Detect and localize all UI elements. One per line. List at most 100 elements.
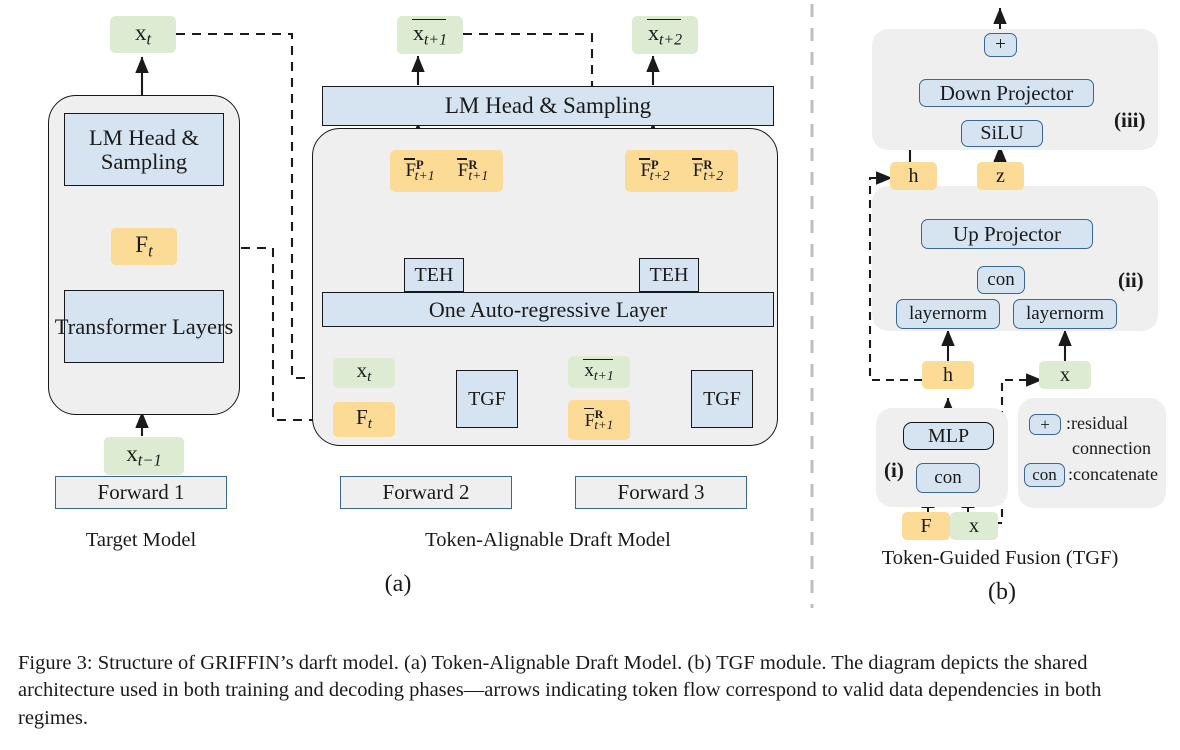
forward-2-badge[interactable]: Forward 2 [340, 476, 512, 509]
target-transformer-layers-label: Transformer Layers [54, 313, 234, 339]
target-model-caption-label: Target Model [85, 529, 197, 552]
residual-plus-label: + [995, 34, 1006, 56]
f-input-node: F [902, 512, 950, 540]
draft-feature-p2-label: FPt+2 [640, 157, 670, 184]
panel-b-label-text: (b) [988, 579, 1016, 606]
draft-feature-p1: FPt+1 [390, 150, 450, 192]
figure-caption-text: Figure 3: Structure of GRIFFIN’s darft m… [18, 652, 1102, 729]
group-iii-label: (iii) [1114, 108, 1146, 132]
draft-input-token-xt-sub: t [367, 369, 372, 386]
group-i-label: (i) [884, 458, 904, 482]
tgf-left-label: TGF [468, 387, 506, 410]
z-node: z [977, 162, 1024, 190]
mlp-node: MLP [903, 422, 994, 450]
h-mid-node: h [922, 361, 974, 389]
x-input-node: x [950, 512, 998, 540]
layernorm-left: layernorm [896, 299, 1000, 329]
x-right-node: x [1039, 361, 1091, 389]
draft-output-token-2: xt+2 [632, 16, 698, 54]
draft-feature-r1-label: FRt+1 [457, 157, 489, 184]
teh-left-label: TEH [414, 263, 454, 286]
draft-output-token-1: xt+1 [397, 16, 463, 54]
legend-residual-text-line1: :residual [1066, 413, 1128, 433]
forward-1-badge[interactable]: Forward 1 [55, 476, 227, 509]
draft-feature-r2-label: FRt+2 [692, 157, 724, 184]
draft-input-token-xbar: xt+1 [568, 356, 630, 388]
draft-input-token-xt-label: xt [356, 358, 372, 386]
concat-bottom-label: con [934, 467, 962, 489]
forward-3-badge[interactable]: Forward 3 [575, 476, 747, 509]
z-label: z [996, 164, 1005, 187]
draft-feature-p2-sup: P [651, 157, 659, 172]
draft-lm-head-label: LM Head & Sampling [444, 92, 652, 118]
panel-a-label: (a) [348, 570, 448, 600]
legend-residual-text-line2: connection [1072, 438, 1151, 458]
tgf-left: TGF [456, 370, 518, 428]
draft-input-feature-ft: Ft [333, 402, 395, 437]
tgf-caption: Token-Guided Fusion (TGF) [880, 545, 1120, 573]
target-model-caption: Target Model [55, 527, 227, 555]
draft-output-token-2-sub: t+2 [659, 31, 682, 49]
draft-input-feature-rbar-label: FRt+1 [584, 407, 614, 433]
draft-model-caption-label: Token-Alignable Draft Model [425, 529, 671, 552]
target-feature-ft: Ft [111, 228, 177, 265]
silu-node: SiLU [961, 120, 1043, 147]
draft-feature-p2-sub: t+2 [649, 168, 670, 184]
target-input-token: xt−1 [104, 437, 184, 475]
legend-concat-icon: con [1024, 463, 1065, 487]
tgf-right-label: TGF [703, 387, 741, 410]
silu-label: SiLU [980, 122, 1024, 144]
h-left-node: h [890, 162, 937, 190]
draft-feature-r2-sup: R [703, 157, 713, 172]
layernorm-right: layernorm [1013, 299, 1117, 329]
forward-3-label: Forward 3 [617, 480, 705, 505]
draft-feature-p2: FPt+2 [625, 150, 685, 192]
draft-feature-p1-sup: P [416, 157, 424, 172]
draft-model-caption: Token-Alignable Draft Model [398, 527, 698, 555]
legend-concat-symbol: con [1032, 465, 1057, 485]
draft-input-token-xbar-sub: t+1 [593, 367, 614, 383]
draft-feature-r1-sup: R [468, 157, 478, 172]
h-mid-label: h [943, 363, 953, 386]
down-projector: Down Projector [919, 79, 1094, 107]
legend-residual-icon: + [1029, 414, 1061, 435]
concat-top-node: con [977, 266, 1025, 294]
target-output-token: xt [110, 16, 176, 53]
h-left-label: h [908, 164, 919, 187]
teh-right-label: TEH [649, 263, 689, 286]
f-input-label: F [920, 514, 932, 537]
teh-right: TEH [639, 258, 699, 292]
draft-output-token-1-sub: t+1 [424, 31, 447, 49]
target-output-token-label: xt [134, 19, 152, 49]
target-lm-head-block: LM Head & Sampling [64, 113, 224, 186]
draft-output-token-1-label: xt+1 [412, 18, 447, 49]
target-feature-ft-sub: t [148, 241, 153, 261]
target-lm-head-line1: LM Head & [89, 124, 199, 150]
draft-input-feature-rbar-sub: t+1 [594, 417, 614, 433]
figure-caption: Figure 3: Structure of GRIFFIN’s darft m… [18, 650, 1168, 732]
target-input-token-sub: t−1 [137, 451, 162, 471]
draft-feature-p1-label: FPt+1 [405, 157, 435, 184]
draft-output-token-2-label: xt+2 [647, 18, 682, 49]
draft-lm-head-block: LM Head & Sampling [322, 86, 774, 126]
group-ii-label: (ii) [1118, 268, 1144, 292]
legend-concat-text: :concatenate [1068, 464, 1158, 484]
target-feature-ft-label: Ft [135, 231, 153, 261]
x-right-label: x [1060, 363, 1070, 386]
target-transformer-layers: Transformer Layers [55, 290, 233, 363]
forward-1-label: Forward 1 [97, 480, 185, 505]
concat-top-label: con [987, 269, 1015, 291]
draft-input-feature-ft-label: Ft [356, 404, 372, 433]
panel-b-label: (b) [952, 578, 1052, 608]
layernorm-right-label: layernorm [1025, 303, 1105, 325]
auto-regressive-layer: One Auto-regressive Layer [322, 292, 774, 327]
panel-a-label-text: (a) [384, 571, 412, 598]
layernorm-left-label: layernorm [908, 303, 988, 325]
up-projector-label: Up Projector [953, 221, 1061, 246]
forward-2-label: Forward 2 [382, 480, 470, 505]
draft-feature-r1: FRt+1 [443, 150, 503, 192]
tgf-right: TGF [691, 370, 753, 428]
tgf-caption-label: Token-Guided Fusion (TGF) [881, 547, 1119, 570]
residual-plus-node: + [984, 33, 1017, 57]
